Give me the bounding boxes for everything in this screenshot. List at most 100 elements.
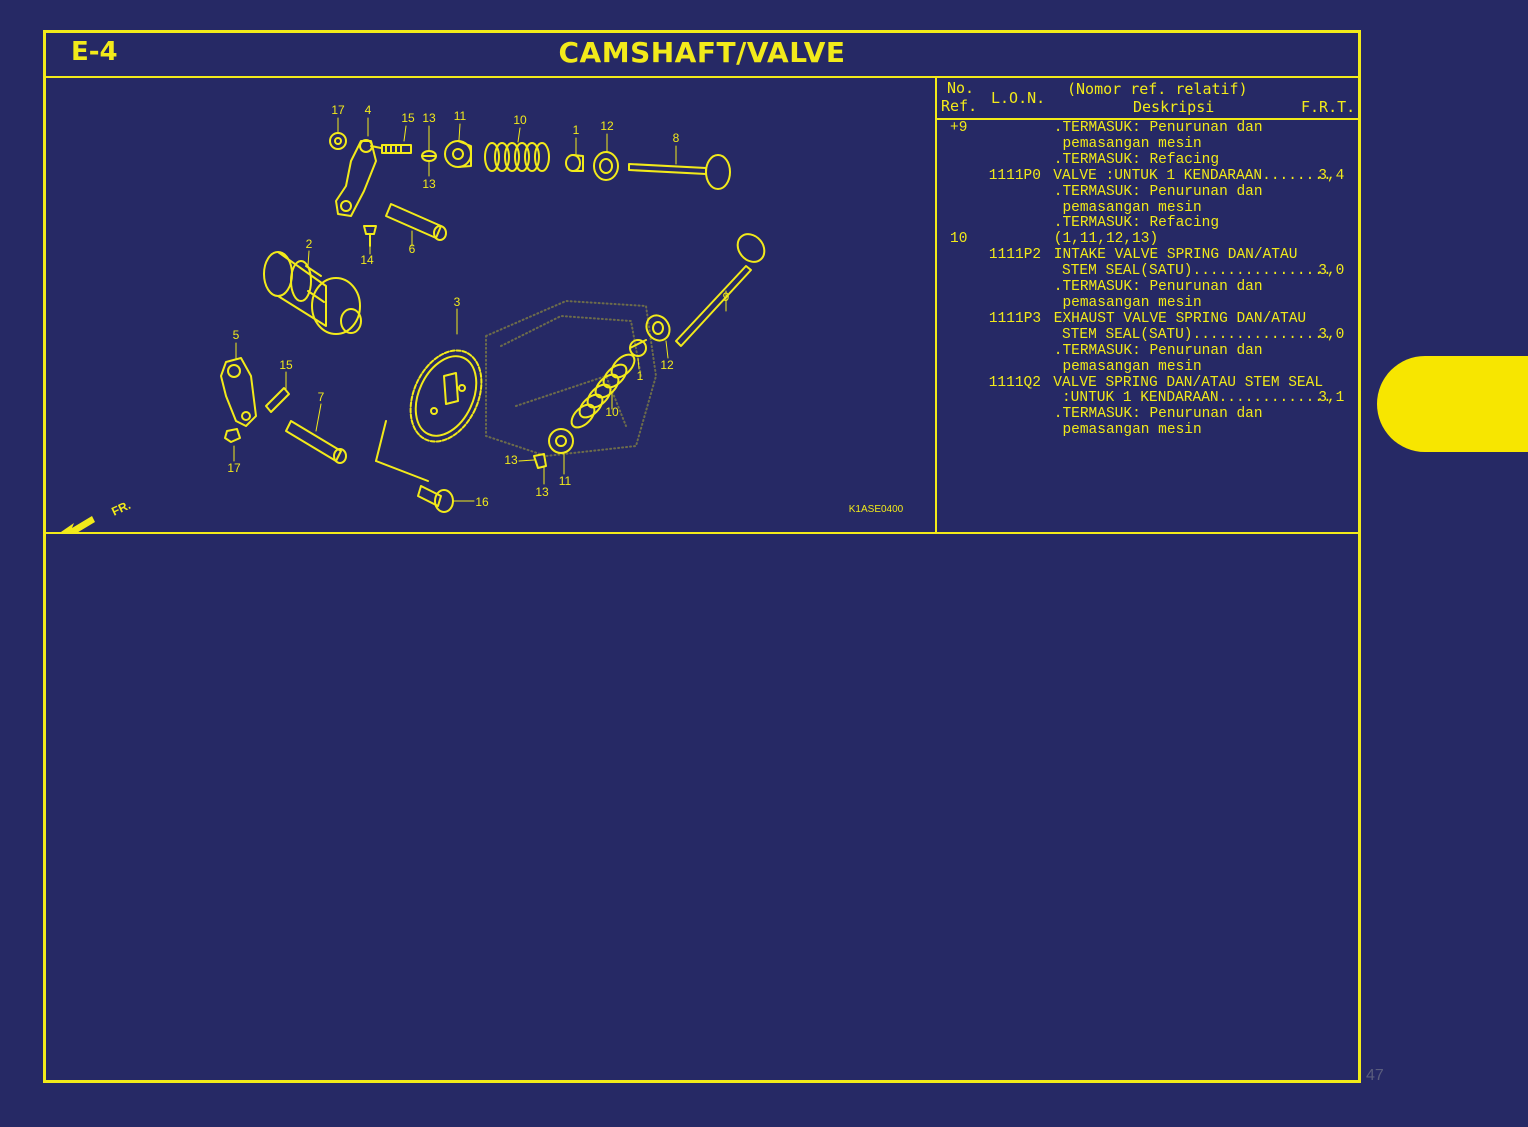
callout-number: 13 (422, 177, 436, 191)
part-8-valve-upper (628, 154, 731, 190)
lon-cell (989, 328, 1054, 344)
lon-cell (989, 391, 1054, 407)
desc-cell: .TERMASUK: Penurunan dan (1053, 120, 1263, 136)
desc-cell: INTAKE VALVE SPRING DAN/ATAU (1053, 247, 1298, 264)
lon-cell (989, 232, 1054, 248)
desc-cell: .TERMASUK: Refacing (1053, 215, 1220, 232)
frt-cell (1318, 232, 1358, 248)
ref-cell (937, 328, 989, 344)
page-title: CAMSHAFT/VALVE (558, 36, 846, 69)
part-10-spring-lower (570, 353, 636, 429)
lon-cell: 1111P2 (988, 247, 1042, 264)
table-row: .TERMASUK: Penurunan dan (937, 279, 1358, 296)
table-row: :UNTUK 1 KENDARAAN.............3,1 (937, 391, 1358, 407)
desc-cell: .TERMASUK: Penurunan dan (1053, 342, 1263, 359)
desc-cell: pemasangan mesin (1053, 358, 1202, 375)
table-row: pemasangan mesin (937, 358, 1358, 376)
ref-cell (937, 344, 989, 360)
callout-number: 6 (409, 242, 416, 256)
col-header-frt: F.R.T. (1301, 98, 1356, 116)
ref-cell (937, 280, 989, 296)
ref-cell (937, 312, 989, 328)
frt-cell (1318, 312, 1358, 328)
lon-cell (989, 216, 1054, 232)
lon-cell (989, 121, 1054, 137)
callout-number: 13 (504, 453, 518, 467)
lon-cell (989, 296, 1054, 312)
callout-number: 14 (360, 253, 374, 267)
illustration-code: K1ASE0400 (849, 504, 904, 515)
frt-cell: 3,1 (1318, 390, 1345, 407)
desc-cell: VALVE :UNTUK 1 KENDARAAN........ (1053, 167, 1332, 184)
desc-cell: STEM SEAL(SATU)................ (1053, 263, 1332, 280)
section-code: E-4 (71, 37, 118, 67)
desc-cell: .TERMASUK: Penurunan dan (1053, 406, 1263, 423)
lon-cell (989, 153, 1054, 169)
desc-cell: .TERMASUK: Penurunan dan (1053, 183, 1263, 200)
desc-cell: pemasangan mesin (1053, 422, 1202, 439)
frt-cell (1318, 407, 1358, 423)
callout-number: 12 (600, 119, 614, 133)
section-tab[interactable] (1377, 356, 1528, 452)
page-header: E-4 CAMSHAFT/VALVE (46, 33, 1358, 78)
desc-cell: pemasangan mesin (1053, 294, 1202, 311)
ref-cell (937, 137, 989, 153)
table-row: STEM SEAL(SATU)................3,0 (937, 263, 1358, 280)
ref-cell: 10 (950, 231, 968, 248)
frt-cell (1318, 360, 1358, 376)
callout-number: 11 (454, 109, 467, 123)
part-4-rocker-arm-upper (335, 139, 382, 217)
ref-cell (937, 169, 989, 185)
callout-number: 1 (573, 123, 580, 137)
ref-cell (937, 153, 989, 169)
desc-cell: pemasangan mesin (1053, 135, 1202, 152)
parts-labor-table: No. Ref. L.O.N. (Nomor ref. relatif) Des… (937, 76, 1358, 534)
callout-number: 15 (279, 358, 293, 372)
frt-cell: 3,4 (1318, 167, 1345, 184)
lon-cell (989, 201, 1054, 217)
desc-cell: EXHAUST VALVE SPRING DAN/ATAU (1053, 310, 1307, 327)
callout-number: 17 (227, 461, 241, 475)
part-9-valve-lower (675, 233, 766, 347)
front-direction-label: FR. (109, 498, 132, 519)
frt-cell (1318, 280, 1358, 296)
part-1-retainer-upper (565, 154, 584, 172)
part-15-screw-lower (265, 387, 290, 413)
frt-cell (1318, 153, 1358, 169)
part-11-stem-seal-lower (548, 428, 574, 454)
table-row: .TERMASUK: Penurunan dan (937, 406, 1358, 423)
desc-cell: VALVE SPRING DAN/ATAU STEM SEAL (1053, 374, 1324, 391)
parts-illustration: 1741513111011281361429312151571013111713… (58, 103, 904, 538)
lon-cell (989, 423, 1054, 439)
frt-cell (1318, 216, 1358, 232)
part-11-stem-seal-upper (444, 140, 472, 168)
frt-cell: 3,0 (1318, 326, 1345, 343)
callout-number: 4 (365, 103, 372, 117)
ref-cell (937, 201, 989, 217)
part-3-cam-sprocket (409, 349, 483, 443)
part-13-cotter-lower (533, 453, 547, 469)
lon-cell (989, 407, 1054, 423)
part-14-bolt (363, 225, 377, 247)
ref-cell (937, 407, 989, 423)
table-row: .TERMASUK: Penurunan dan (937, 342, 1358, 360)
table-row: 10(1,11,12,13) (937, 231, 1358, 248)
callout-number: 9 (723, 290, 730, 304)
part-6-rocker-shaft (385, 203, 447, 241)
callout-number: 16 (475, 495, 489, 509)
desc-cell: STEM SEAL(SATU)................ (1053, 326, 1332, 343)
desc-cell: :UNTUK 1 KENDARAAN............. (1053, 390, 1332, 407)
frt-cell (1318, 185, 1358, 201)
callout-number: 13 (422, 111, 436, 125)
callout-number: 10 (605, 405, 619, 419)
part-17-nut-lower (224, 428, 241, 443)
desc-cell: .TERMASUK: Penurunan dan (1053, 279, 1263, 296)
desc-cell: .TERMASUK: Refacing (1053, 151, 1220, 168)
front-direction-arrow-icon (58, 516, 95, 538)
table-row: .TERMASUK: Refacing (937, 216, 1358, 232)
part-1-retainer-lower (629, 339, 647, 357)
part-5-rocker-arm-lower (220, 357, 257, 427)
